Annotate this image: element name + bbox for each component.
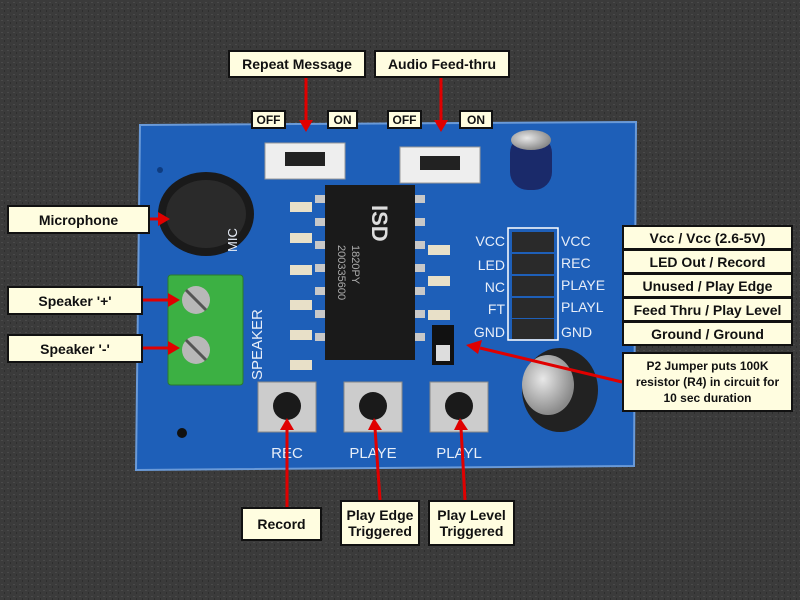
- label-repeat-off: OFF: [251, 110, 286, 129]
- chip-brand: ISD: [367, 205, 392, 242]
- label-pin-ft-playl: Feed Thru / Play Level: [622, 297, 793, 322]
- callout-arrows: [143, 78, 623, 507]
- silk-right-pin: PLAYE: [561, 277, 605, 293]
- label-play-edge: Play Edge Triggered: [340, 500, 420, 546]
- label-pin-vcc: Vcc / Vcc (2.6-5V): [622, 225, 793, 250]
- silk-right-pin: GND: [561, 324, 592, 340]
- label-pin-gnd: Ground / Ground: [622, 321, 793, 346]
- silk-right-pin: VCC: [561, 233, 591, 249]
- label-pin-led-rec: LED Out / Record: [622, 249, 793, 274]
- silk-button-playl: PLAYL: [436, 445, 482, 462]
- silk-button-playe: PLAYE: [349, 445, 396, 462]
- label-repeat-on: ON: [327, 110, 358, 129]
- label-play-level: Play Level Triggered: [428, 500, 515, 546]
- switch-feedthru: [399, 146, 481, 184]
- silk-left-pin: GND: [474, 324, 505, 340]
- silk-right-pin: REC: [561, 255, 591, 271]
- resistors: [290, 202, 450, 370]
- silk-mic: MIC: [225, 228, 240, 252]
- label-speaker-plus: Speaker '+': [7, 286, 143, 315]
- switch-repeat: [264, 142, 346, 180]
- silk-left-pin: FT: [488, 301, 506, 317]
- ic-chip: [315, 185, 425, 360]
- terminal-block: [167, 274, 244, 386]
- label-microphone: Microphone: [7, 205, 150, 234]
- capacitor-bottom: [522, 348, 598, 432]
- silk-left-pin: NC: [485, 279, 505, 295]
- pin-header: [507, 227, 559, 341]
- chip-model: 1820PY: [349, 245, 361, 285]
- label-record: Record: [241, 507, 322, 541]
- label-audio-feed-thru: Audio Feed-thru: [374, 50, 510, 78]
- label-pin-nc-playe: Unused / Play Edge: [622, 273, 793, 298]
- silk-left-pin: LED: [478, 257, 505, 273]
- microphone: [158, 172, 254, 256]
- label-feedthru-off: OFF: [387, 110, 422, 129]
- silk-speaker: SPEAKER: [249, 309, 266, 380]
- silk-left-pin: VCC: [475, 233, 505, 249]
- chip-code: 200335600: [335, 245, 347, 300]
- jumper-p2: [432, 325, 454, 365]
- silk-right-pin: PLAYL: [561, 299, 604, 315]
- label-p2-jumper: P2 Jumper puts 100K resistor (R4) in cir…: [622, 352, 793, 412]
- label-repeat-message: Repeat Message: [228, 50, 366, 78]
- label-speaker-minus: Speaker '-': [7, 334, 143, 363]
- label-feedthru-on: ON: [459, 110, 493, 129]
- capacitor-top: [510, 130, 552, 190]
